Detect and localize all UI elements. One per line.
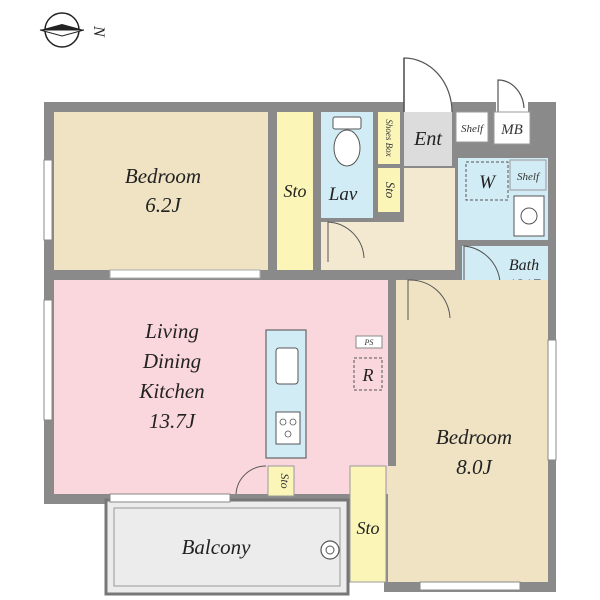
ldk-size: 13.7J [149,409,197,433]
washer-space [465,161,509,201]
compass-needle-shadow [39,29,85,37]
entrance [404,112,452,166]
bedroom-2-size: 8.0J [456,455,493,479]
lavatory-label: Lav [328,184,358,205]
refrigerator-label: R [362,365,374,385]
stove-icon [275,411,301,445]
window-bedroom-2-south [419,581,521,591]
ldk-line-1: Living [144,319,199,343]
window-bedroom-1-south-partition [109,269,261,279]
meter-box [493,111,531,145]
bedroom-2-door-swing [407,279,451,320]
bath-door-swing [463,245,501,284]
balcony-area [104,498,350,596]
storage-hall-small-label: Sto [383,182,398,199]
bedroom-1-size: 6.2J [145,193,182,217]
wash-basin-icon [513,195,545,237]
balcony-label: Balcony [182,535,251,559]
window-ldk-south [109,493,231,503]
balcony-inner-line [113,507,341,587]
shelf-washroom-label: Shelf [517,171,541,183]
lavatory-door-swing [327,221,365,262]
bedroom-1 [54,112,268,270]
storage-bedroom-1 [277,112,313,270]
kitchen-counter [265,329,307,459]
toilet-icon [332,116,362,167]
kitchen-sink-icon [275,347,299,385]
bath-label: Bath [509,257,539,274]
bedroom-2 [396,280,548,582]
storage-hall-small [378,168,400,212]
window-bedroom-2-east [547,339,557,461]
shelf-washroom [509,159,547,191]
balcony-drain-icon [320,540,340,560]
compass: N [39,12,107,48]
shelf-entrance [455,111,489,143]
shelf-entrance-label: Shelf [461,123,485,135]
entrance-door [403,56,453,113]
storage-kitchen [267,465,295,497]
shoes-box-label: Shoes Box [384,119,394,156]
shoes-box [378,112,400,164]
entrance-label: Ent [413,128,442,150]
ldk-line-3: Kitchen [138,379,204,403]
meter-box-label: MB [500,122,523,138]
pipe-space-label: PS [364,338,374,347]
meter-box-door [496,79,528,112]
storage-bedroom-1-label: Sto [283,181,306,201]
storage-bedroom-2-label: Sto [356,518,379,538]
window-ldk-west [43,299,53,421]
washer-label: W [479,172,497,193]
window-bedroom-1-west [43,159,53,241]
living-dining-kitchen [54,280,388,494]
hallway-upper [404,168,455,228]
hallway [321,222,455,270]
refrigerator-space [353,357,383,391]
compass-north-label: N [90,25,107,38]
storage-kitchen-label: Sto [278,473,292,488]
pipe-space [355,335,383,349]
bedroom-1-name: Bedroom [125,164,201,188]
kitchen-storage-door-swing [235,465,267,495]
compass-needle-icon [40,24,84,30]
bedroom-2-lower [388,466,404,582]
ldk-line-2: Dining [142,349,201,373]
bedroom-2-name: Bedroom [436,425,512,449]
storage-bedroom-2 [349,465,387,583]
